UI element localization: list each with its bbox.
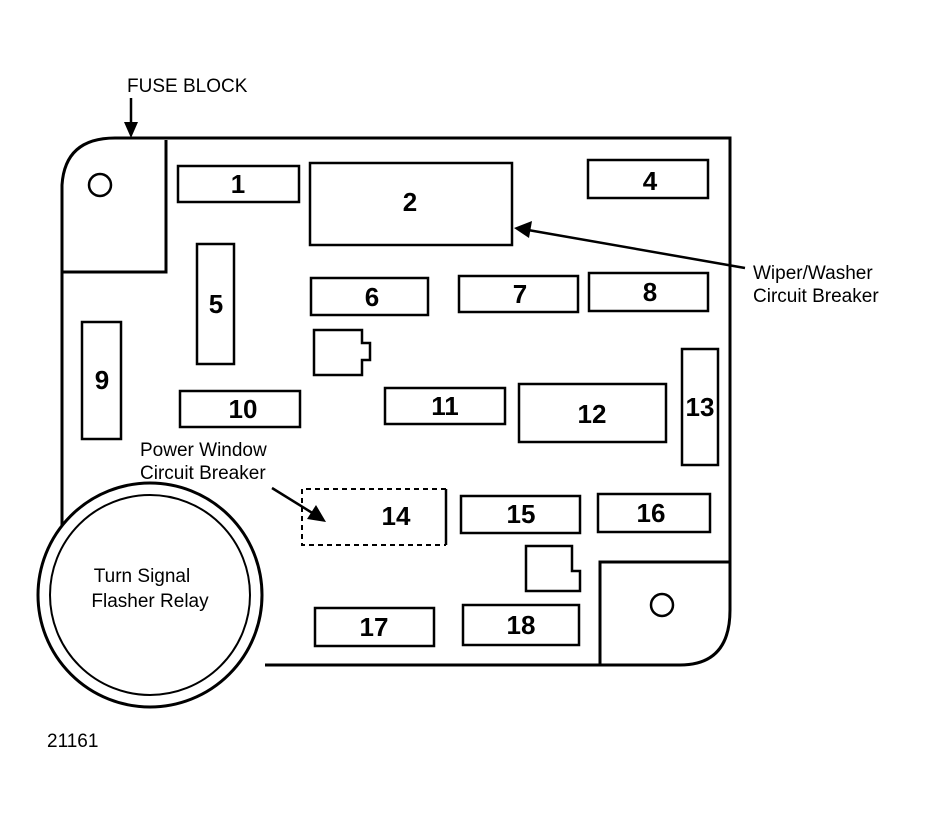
fuse-9-label: 9 [95,365,109,395]
wiper-arrow-line [527,228,746,270]
fuse-11-label: 11 [431,391,459,421]
figure-number: 21161 [47,731,98,752]
fuse-1 [176,164,301,204]
fuse-16 [596,492,712,534]
title-arrowhead-icon [124,122,138,138]
relay-label-line2: Flasher Relay [91,591,209,612]
fuse-15 [459,494,582,535]
relay-label-line1: Turn Signal [94,566,190,587]
fuse-2 [308,161,514,247]
fuse-12 [517,382,668,444]
wiper-label-line2: Circuit Breaker [753,286,879,307]
fuse-10-label: 10 [229,394,258,424]
fuse-7 [457,274,580,314]
fuse-11 [383,386,507,426]
fuse-18-label: 18 [507,610,536,640]
fuse-8-label: 8 [643,277,657,307]
fuse-17 [313,606,436,648]
fuse-13-label: 13 [686,392,715,422]
fuse-block-title: FUSE BLOCK [127,76,248,97]
fuse-4-label: 4 [643,166,658,196]
fuse-16-label: 16 [637,498,666,528]
fuse-9 [80,320,123,441]
fuse-block-outline [60,136,732,667]
fuse-1-label: 1 [231,169,245,199]
fuse-5 [195,242,236,366]
fuse-17-label: 17 [360,612,389,642]
mounting-tab-bottom-right [598,560,730,665]
fuse-6 [309,276,430,317]
empty-socket [312,328,372,377]
wiper-label-line1: Wiper/Washer [753,263,873,284]
mounting-hole-icon [649,592,675,618]
wiper-arrowhead-icon [514,221,532,238]
fuse-7-label: 7 [513,279,527,309]
fuse-8 [587,271,710,313]
fuse-13 [680,347,720,467]
flasher-relay-inner [49,494,251,696]
empty-socket [524,544,582,593]
fuse-18 [461,603,581,647]
fuse-4 [586,158,710,200]
fuse-5-label: 5 [209,289,223,319]
mounting-hole-icon [87,172,113,198]
power-window-label-line2: Circuit Breaker [140,463,266,484]
power-window-label-line1: Power Window [140,440,267,461]
fuse-15-label: 15 [507,499,536,529]
power-window-arrow-line [271,486,315,516]
fuse-14-label: 14 [382,501,411,531]
fuse-12-label: 12 [578,399,607,429]
power-window-arrowhead-icon [307,505,326,522]
mounting-tab-top-left [62,140,168,274]
fuse-2-label: 2 [403,187,417,217]
fuse-6-label: 6 [365,282,379,312]
fuse-14-dashed-edge [301,488,446,546]
fuse-10 [178,389,302,429]
